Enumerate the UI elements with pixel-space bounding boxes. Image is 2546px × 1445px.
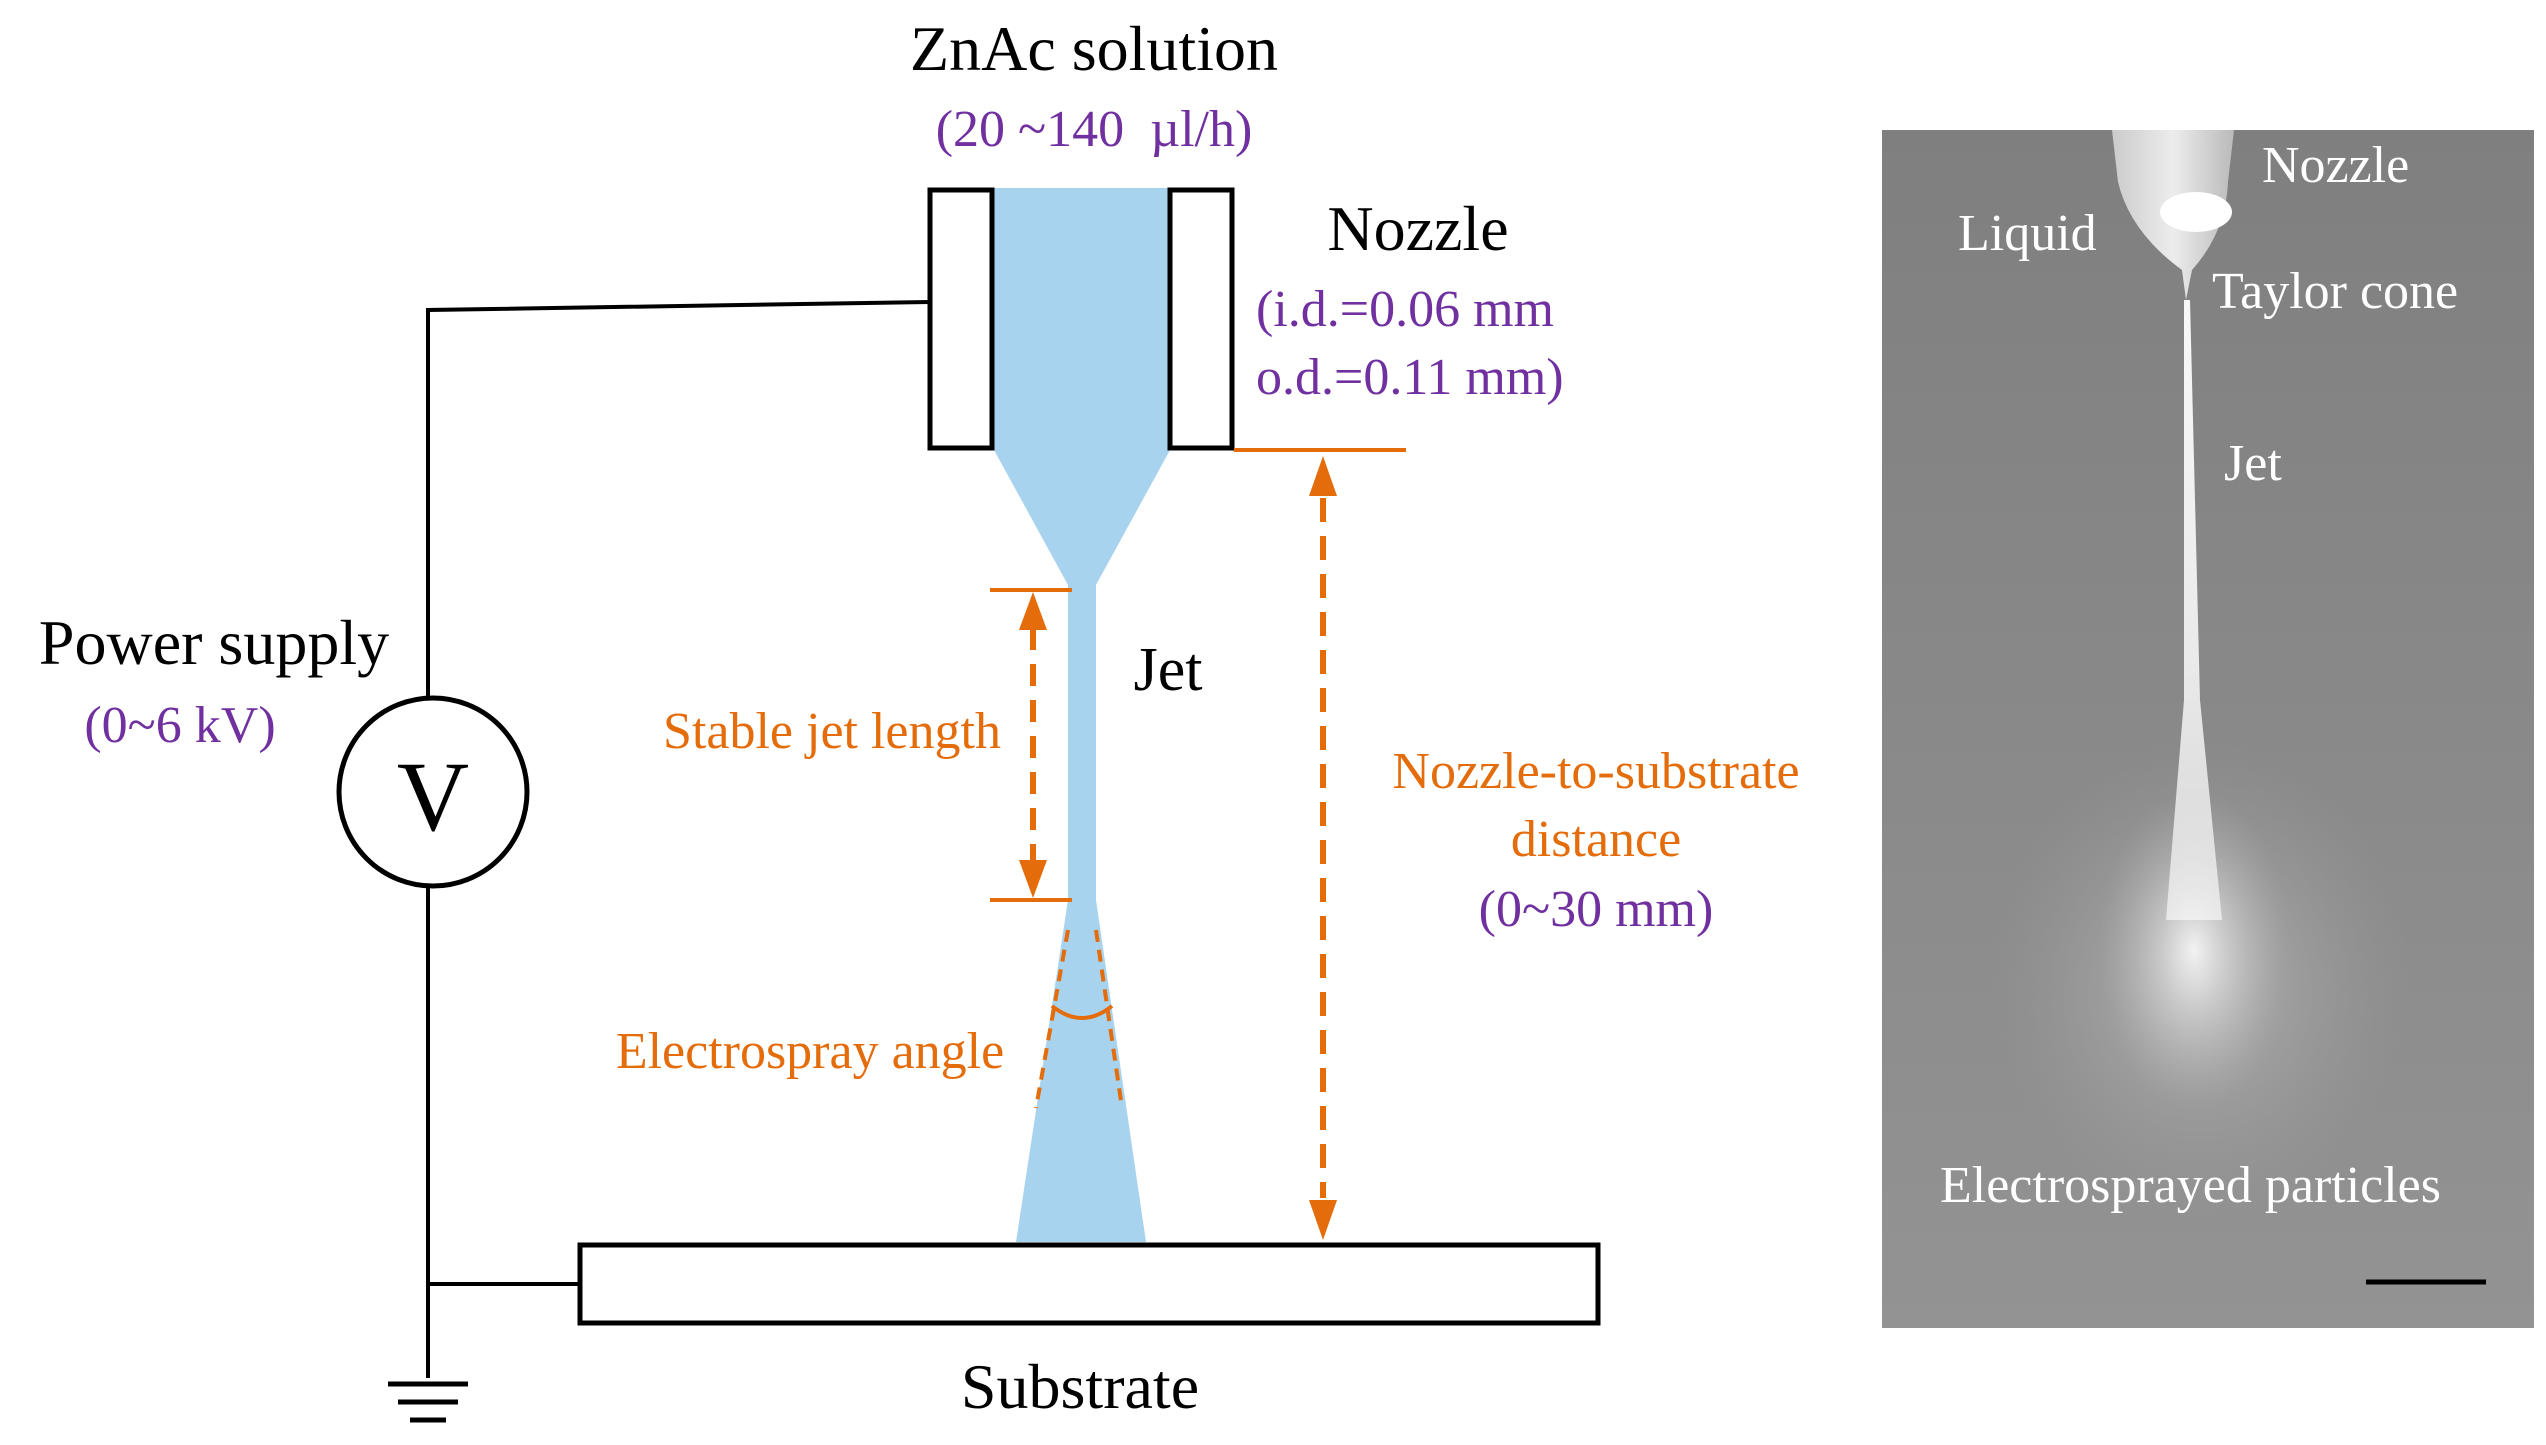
distance-dimension (1309, 456, 1337, 1240)
photo-taylor-cone-label: Taylor cone (2212, 263, 2458, 320)
voltmeter-symbol: V (397, 741, 469, 852)
liquid-stream (994, 188, 1170, 1242)
nozzle-inner-diameter: (i.d.=0.06 mm (1256, 281, 1554, 338)
nozzle-wall-left (927, 187, 995, 451)
distance-label-line1: Nozzle-to-substrate (1392, 743, 1799, 800)
nozzle-wall-right (1167, 187, 1235, 451)
ground-icon (388, 1381, 468, 1423)
photo-liquid-label: Liquid (1958, 205, 2097, 262)
nozzle-liquid (994, 188, 1170, 450)
solution-label: ZnAc solution (910, 13, 1278, 84)
nozzle-label: Nozzle (1327, 193, 1508, 264)
nozzle-outer-diameter: o.d.=0.11 mm) (1256, 349, 1564, 406)
substrate (577, 1242, 1601, 1326)
flow-rate: (20 ~140 µl/h) (936, 101, 1253, 158)
photo-jet-label: Jet (2224, 435, 2282, 492)
voltmeter: V (336, 695, 530, 889)
particle-plume-core (2099, 790, 2289, 1110)
schematic: V ZnAc solution (20 ~140 µl/h) Nozzle (39, 13, 1800, 1423)
photo-panel: Nozzle Liquid Taylor cone Jet Electrospr… (1882, 130, 2534, 1328)
stable-jet-dimension (990, 588, 1072, 902)
distance-range: (0~30 mm) (1479, 881, 1714, 938)
power-supply-label: Power supply (39, 607, 389, 678)
photo-nozzle-label: Nozzle (2262, 137, 2409, 194)
electrospray-angle-label: Electrospray angle (616, 1023, 1004, 1080)
photo-liquid-droplet (2160, 192, 2232, 232)
distance-label-line2: distance (1511, 811, 1681, 868)
stable-jet-length-label: Stable jet length (663, 703, 1001, 760)
circuit-wires (426, 300, 931, 1378)
spray-angle-marker (1034, 929, 1124, 1109)
jet-column (1068, 585, 1096, 900)
substrate-label: Substrate (961, 1351, 1199, 1422)
photo-particles-label: Electrosprayed particles (1940, 1157, 2441, 1214)
power-supply-range: (0~6 kV) (84, 697, 275, 754)
spray-plume-shape (1016, 900, 1146, 1242)
taylor-cone-shape (994, 450, 1170, 585)
jet-label: Jet (1134, 636, 1203, 704)
voltmeter-circle (336, 695, 530, 889)
photo-jet (2166, 300, 2222, 920)
